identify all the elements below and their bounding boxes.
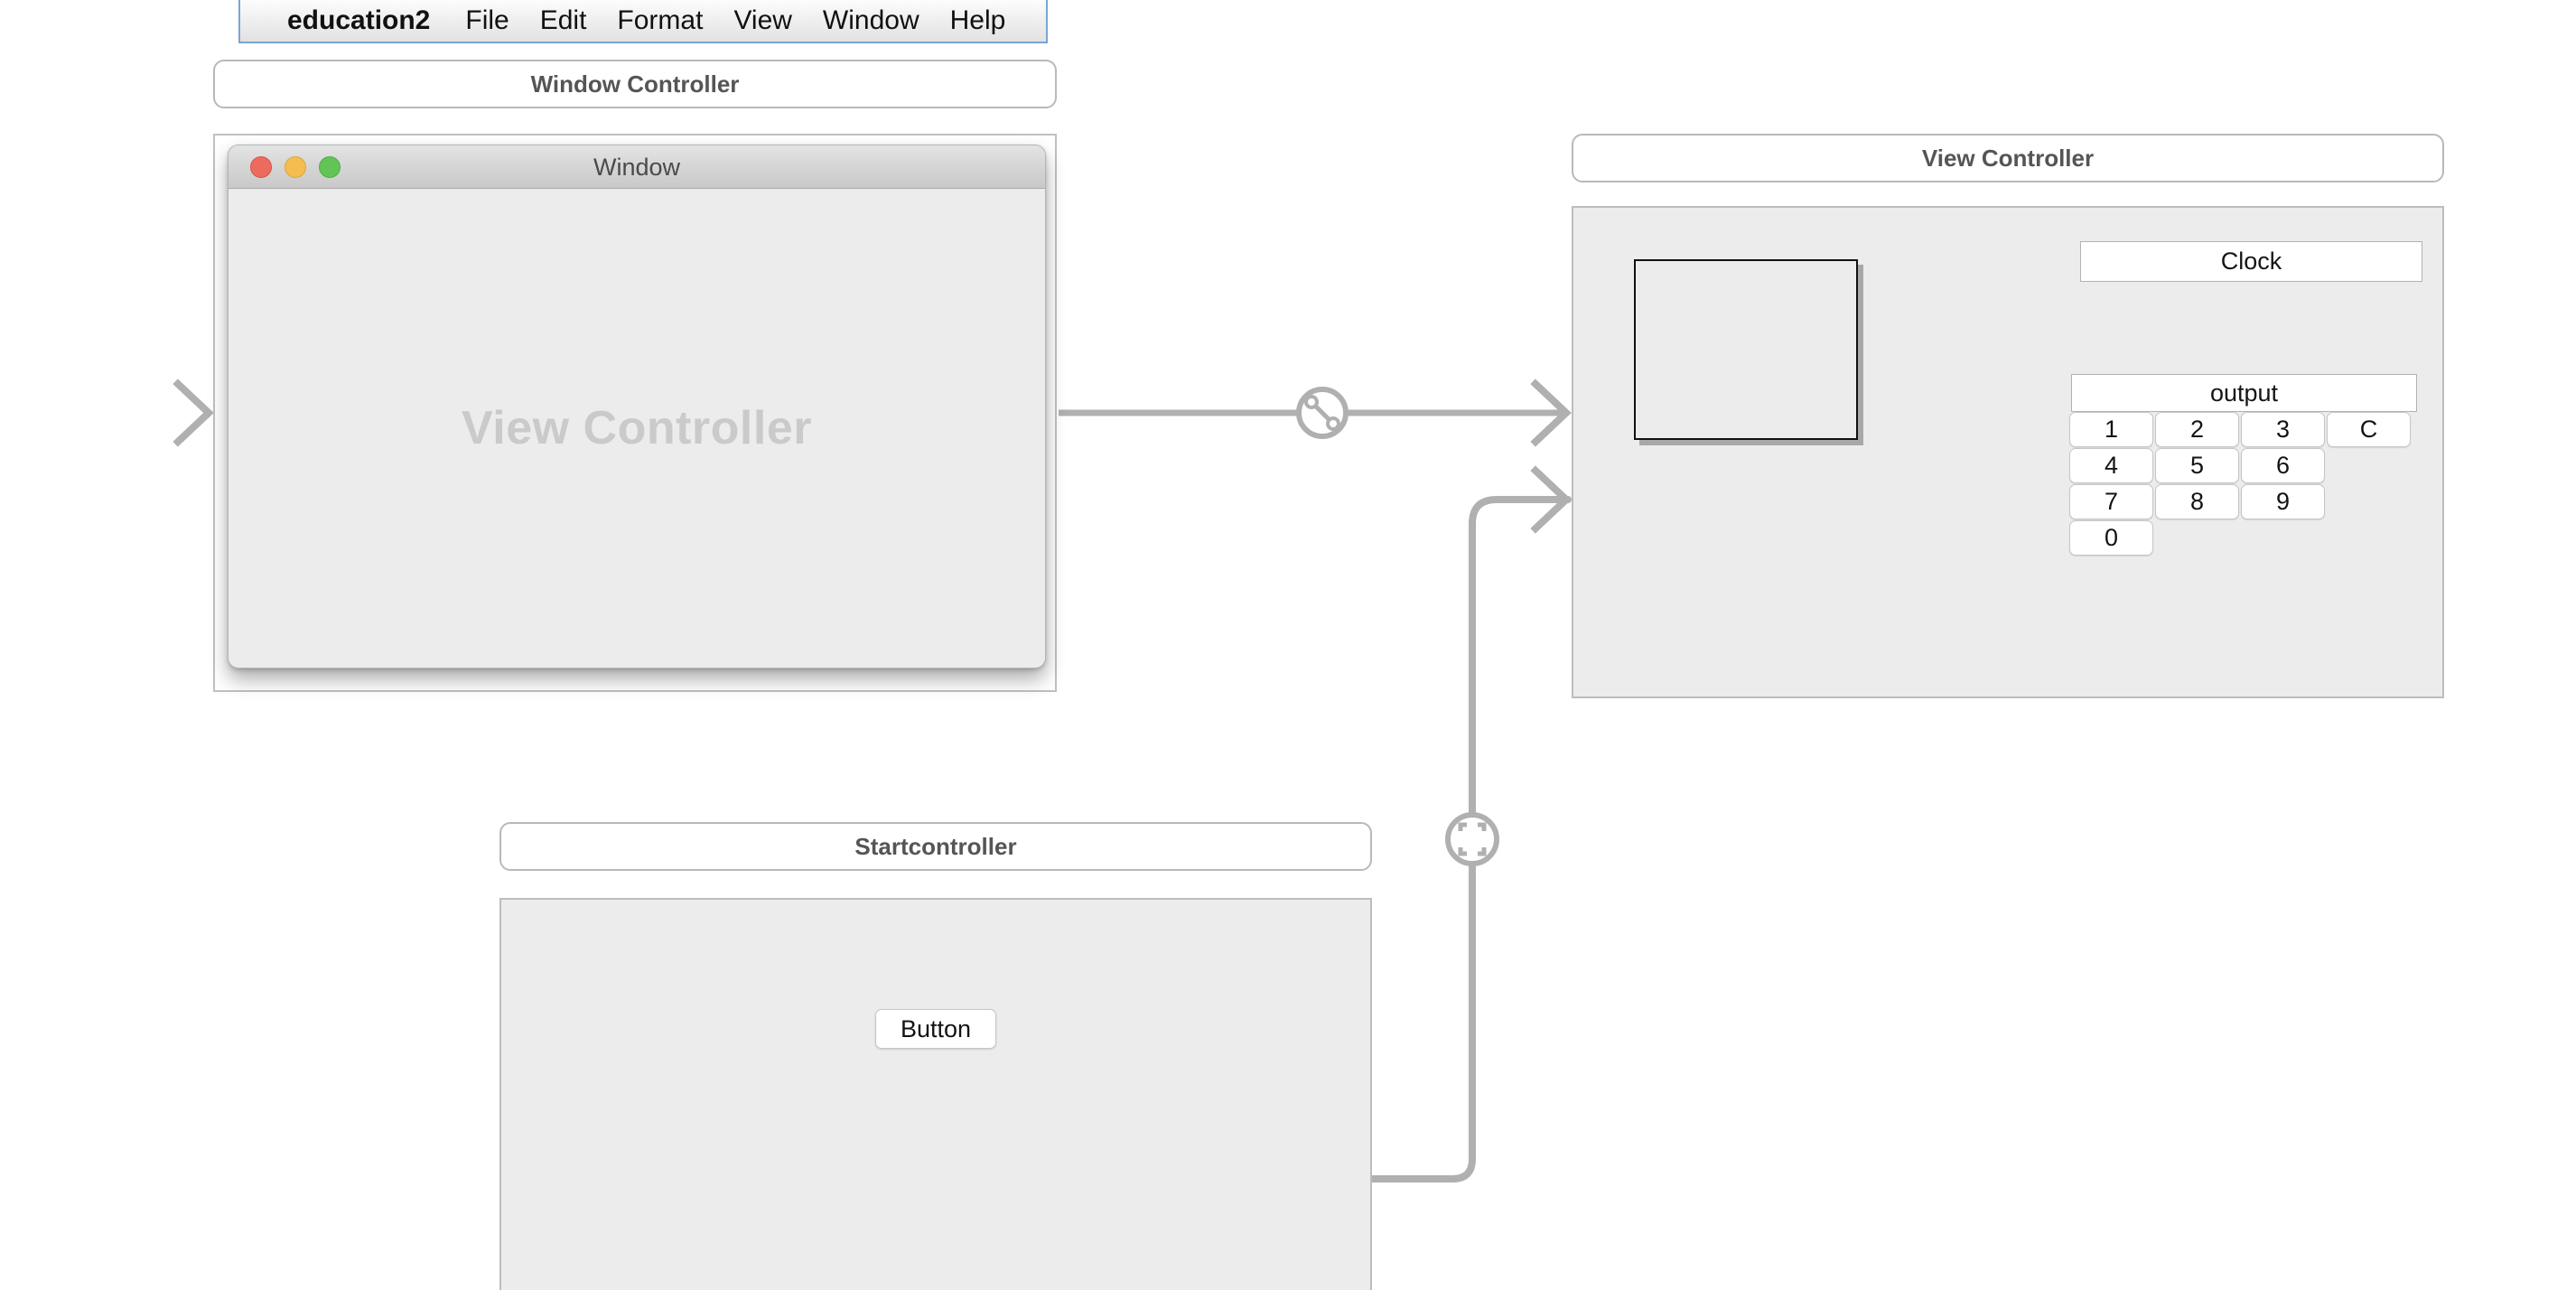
keypad-key-6[interactable]: 6 [2241,448,2325,483]
zoom-button-icon[interactable] [319,155,341,178]
window-controller-title: Window Controller [530,70,740,98]
keypad-key-0[interactable]: 0 [2069,520,2153,556]
show-segue-icon [1458,822,1487,856]
close-button-icon[interactable] [250,155,272,178]
menu-item-view[interactable]: View [733,5,792,35]
menu-item-format[interactable]: Format [617,5,704,35]
output-label-field[interactable]: output [2071,374,2417,412]
window-chrome: Window View Controller [228,145,1046,668]
window-content-area[interactable]: View Controller [229,189,1045,668]
drawing-view-box[interactable] [1634,259,1858,440]
start-controller-header[interactable]: Startcontroller [499,822,1372,871]
relationship-segue-wire [1059,379,1572,447]
minimize-button-icon[interactable] [285,155,306,178]
keypad-key-c[interactable]: C [2327,412,2411,447]
menu-item-edit[interactable]: Edit [539,5,587,35]
keypad-key-7[interactable]: 7 [2069,484,2153,519]
view-controller-title: View Controller [1921,144,2095,172]
window-title: Window [593,153,681,181]
window-titlebar[interactable]: Window [229,145,1045,189]
keypad-key-1[interactable]: 1 [2069,412,2153,447]
show-segue-wire [1368,465,1572,1182]
view-controller-placeholder: View Controller [462,402,812,454]
keypad-key-8[interactable]: 8 [2155,484,2239,519]
keypad-key-5[interactable]: 5 [2155,448,2239,483]
keypad-key-4[interactable]: 4 [2069,448,2153,483]
start-button[interactable]: Button [875,1009,996,1049]
keypad-key-3[interactable]: 3 [2241,412,2325,447]
menu-item-help[interactable]: Help [949,5,1006,35]
menu-item-app-name[interactable]: education2 [287,5,431,35]
window-controller-scene[interactable]: Window View Controller [213,134,1057,692]
start-controller-title: Startcontroller [854,832,1017,860]
start-controller-scene[interactable]: Button [499,898,1372,1290]
menu-item-file[interactable]: File [465,5,509,35]
traffic-lights [229,155,341,178]
keypad-key-9[interactable]: 9 [2241,484,2325,519]
initial-view-controller-arrow [34,379,214,447]
keypad-key-2[interactable]: 2 [2155,412,2239,447]
clock-label-field[interactable]: Clock [2080,241,2422,282]
menu-bar: education2 File Edit Format View Window … [238,0,1048,43]
menu-item-window[interactable]: Window [822,5,919,35]
window-controller-header[interactable]: Window Controller [213,60,1057,108]
relationship-segue-icon [1304,395,1340,431]
view-controller-header[interactable]: View Controller [1572,134,2444,182]
